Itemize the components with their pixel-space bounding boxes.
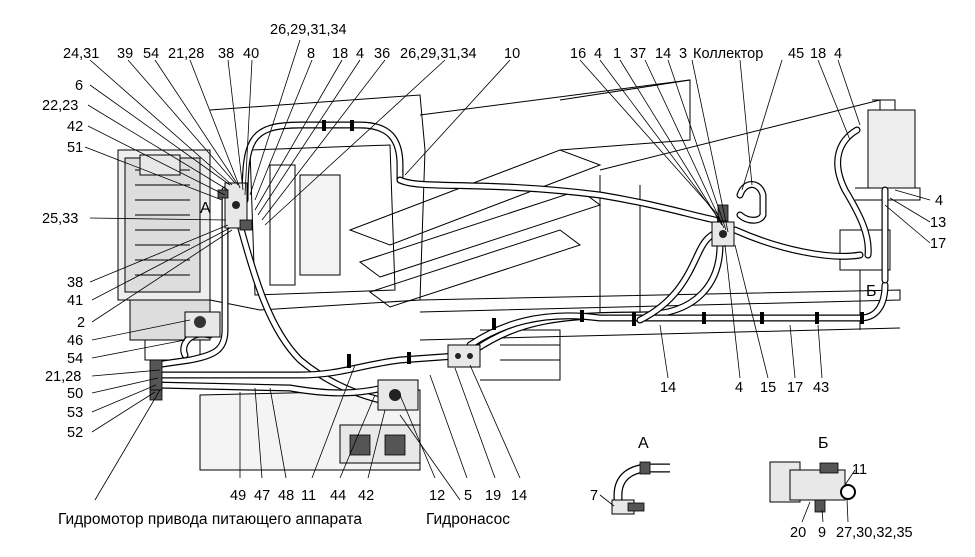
label-19: 19 [485, 488, 501, 504]
label-4-right1: 4 [594, 46, 602, 62]
detail-B-label-20: 20 [790, 525, 806, 541]
machine-frame-outline [117, 79, 921, 471]
caption-pump: Гидронасос [426, 511, 510, 528]
label-52: 52 [67, 425, 83, 441]
caption-motor: Гидромотор привода питающего аппарата [58, 511, 362, 528]
label-53: 53 [67, 405, 83, 421]
label-13: 13 [930, 215, 946, 231]
label-38-top: 38 [218, 46, 234, 62]
label-48: 48 [278, 488, 294, 504]
label-54-left: 54 [67, 351, 83, 367]
label-42-bottom: 42 [358, 488, 374, 504]
label-22-23: 22,23 [42, 98, 78, 114]
left-fittings [139, 154, 181, 401]
label-36: 36 [374, 46, 390, 62]
hydraulic-pump [339, 379, 421, 464]
label-6: 6 [75, 78, 83, 94]
label-25-33: 25,33 [42, 211, 78, 227]
label-21-28-left: 21,28 [45, 369, 81, 385]
label-11-bottom: 11 [301, 488, 316, 504]
label-1: 1 [613, 46, 621, 62]
label-38-left: 38 [67, 275, 83, 291]
detail-view-B: Б 11 20 9 27,30,32,35 [769, 435, 913, 541]
drive-motor [184, 311, 221, 338]
distributor-block [447, 344, 481, 368]
detail-B-label-9: 9 [818, 525, 826, 541]
label-44: 44 [330, 488, 346, 504]
label-2: 2 [77, 315, 85, 331]
label-8: 8 [307, 46, 315, 62]
label-18-right: 18 [810, 46, 826, 62]
label-14-top: 14 [655, 46, 671, 62]
leader-lines [84, 39, 931, 501]
label-18-top: 18 [332, 46, 348, 62]
label-41: 41 [67, 293, 83, 309]
label-4-top: 4 [356, 46, 364, 62]
label-49: 49 [230, 488, 246, 504]
label-3: 3 [679, 46, 687, 62]
detail-A-label-7: 7 [590, 488, 598, 504]
detail-A-title: А [638, 435, 649, 452]
detail-B-label-11: 11 [852, 462, 867, 478]
label-10: 10 [504, 46, 520, 62]
label-26-29-31-34-mid: 26,29,31,34 [400, 46, 477, 62]
label-26-29-31-34-top: 26,29,31,34 [270, 22, 347, 38]
label-45: 45 [788, 46, 804, 62]
label-4-bottom: 4 [735, 380, 743, 396]
detail-B-title: Б [818, 435, 829, 452]
label-15: 15 [760, 380, 776, 396]
label-17-right: 17 [930, 236, 946, 252]
label-40: 40 [243, 46, 259, 62]
label-24-31: 24,31 [63, 46, 99, 62]
valve-block-A [217, 182, 253, 231]
label-47: 47 [254, 488, 270, 504]
label-51: 51 [67, 140, 83, 156]
label-A-main: А [200, 200, 211, 217]
label-16: 16 [570, 46, 586, 62]
label-50: 50 [67, 386, 83, 402]
callout-labels: 26,29,31,34 24,31 39 54 21,28 38 40 8 18… [42, 22, 946, 504]
label-46: 46 [67, 333, 83, 349]
label-14-mid: 14 [660, 380, 676, 396]
label-4-far: 4 [935, 193, 943, 209]
label-54-top: 54 [143, 46, 159, 62]
detail-B-label-27-30-32-35: 27,30,32,35 [836, 525, 913, 541]
label-43: 43 [813, 380, 829, 396]
label-B-main: Б [866, 283, 877, 300]
hose-clamps [322, 120, 864, 368]
label-12: 12 [429, 488, 445, 504]
label-14-bottom: 14 [511, 488, 527, 504]
detail-view-A: А 7 [590, 435, 670, 515]
label-42-left: 42 [67, 119, 83, 135]
label-kollektor: Коллектор [693, 46, 763, 62]
label-4-right2: 4 [834, 46, 842, 62]
label-21-28-top: 21,28 [168, 46, 204, 62]
label-17-bottom: 17 [787, 380, 803, 396]
label-39: 39 [117, 46, 133, 62]
collector-valve [711, 204, 735, 247]
hydraulic-hoses [151, 121, 889, 404]
label-37: 37 [630, 46, 646, 62]
label-5: 5 [464, 488, 472, 504]
